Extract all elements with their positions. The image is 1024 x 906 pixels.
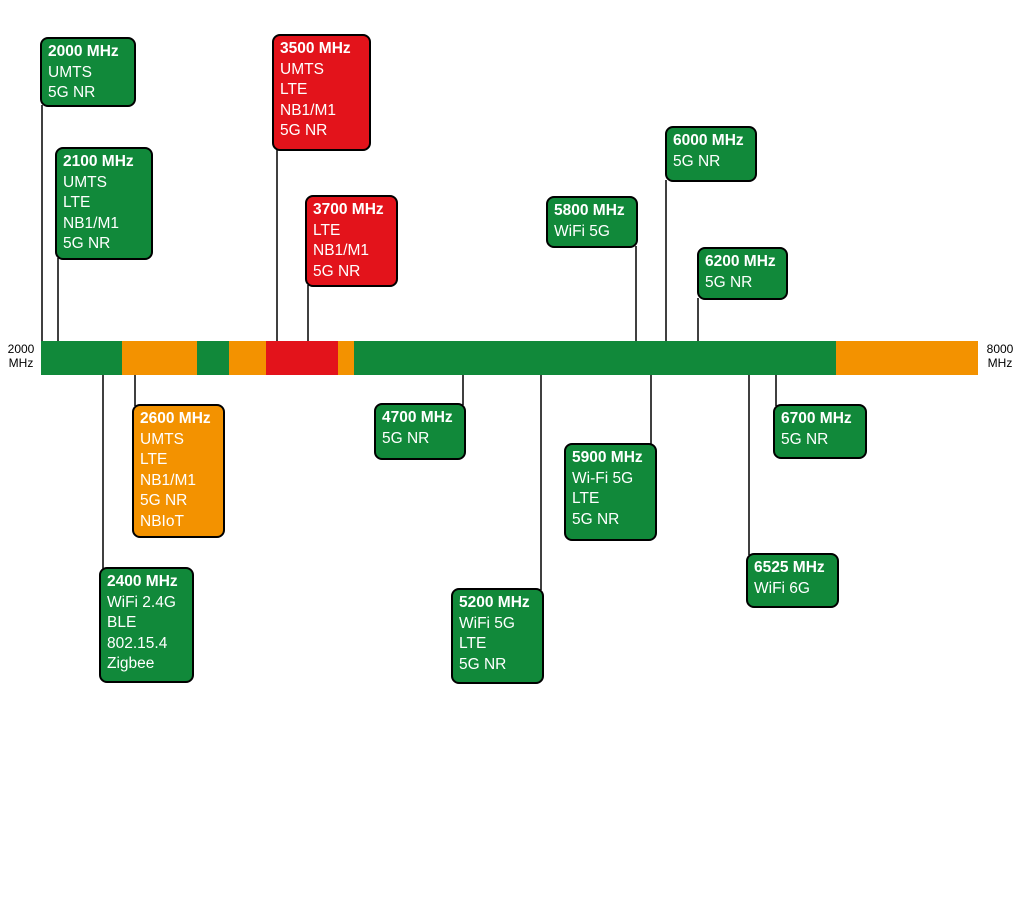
band-technology: 5G NR <box>63 235 111 252</box>
bar-segment-7 <box>354 341 836 375</box>
band-title: 6000 MHz <box>673 132 744 149</box>
bar-segment-4 <box>229 341 266 375</box>
band-technology: UMTS <box>280 60 324 78</box>
bar-segment-3 <box>197 341 229 375</box>
band-technology: 5G NR <box>48 84 96 101</box>
band-title: 6700 MHz <box>781 410 852 427</box>
band-technology: 5G NR <box>459 655 507 673</box>
band-technology: LTE <box>140 451 168 468</box>
band-box-6200: 6200 MHz 5G NR <box>697 247 788 300</box>
band-technology: 5G NR <box>140 492 188 509</box>
band-title: 5200 MHz <box>459 594 530 611</box>
band-technology: LTE <box>459 635 487 652</box>
bar-segment-2 <box>122 341 197 375</box>
band-title: 2400 MHz <box>107 573 178 590</box>
axis-start-label: 2000 MHz <box>7 342 35 370</box>
band-technology: WiFi 6G <box>754 579 810 597</box>
band-technology: 5G NR <box>280 122 328 139</box>
band-technology: NBIoT <box>140 512 184 530</box>
band-technology: 5G NR <box>705 273 753 291</box>
band-technology: WiFi 5G <box>554 222 610 240</box>
band-technology: UMTS <box>140 430 184 448</box>
band-technology: Zigbee <box>107 655 155 672</box>
band-technology: LTE <box>572 490 600 507</box>
band-technology: 5G NR <box>313 262 361 280</box>
band-title: 2100 MHz <box>63 153 134 170</box>
band-title: 6200 MHz <box>705 253 776 270</box>
axis-end-label: 8000 MHz <box>986 342 1014 370</box>
band-title: 3500 MHz <box>280 40 351 57</box>
band-technology: LTE <box>63 194 91 211</box>
band-technology: 5G NR <box>673 152 721 170</box>
bar-segment-1 <box>41 341 122 375</box>
band-title: 2000 MHz <box>48 43 119 60</box>
band-title: 3700 MHz <box>313 201 384 218</box>
bar-segment-6 <box>338 341 354 375</box>
band-technology: WiFi 5G <box>459 614 515 632</box>
band-technology: NB1/M1 <box>280 101 336 119</box>
band-technology: NB1/M1 <box>63 214 119 232</box>
band-box-6700: 6700 MHz 5G NR <box>773 404 867 459</box>
band-technology: UMTS <box>63 173 107 191</box>
band-title: 5900 MHz <box>572 449 643 466</box>
band-technology: NB1/M1 <box>313 242 369 259</box>
band-title: 4700 MHz <box>382 409 453 426</box>
band-box-6000: 6000 MHz 5G NR <box>665 126 757 182</box>
band-technology: WiFi 2.4G <box>107 593 176 611</box>
band-technology: LTE <box>313 221 341 239</box>
band-technology: Wi-Fi 5G <box>572 469 634 487</box>
band-technology: 802.15.4 <box>107 634 168 652</box>
band-title: 5800 MHz <box>554 202 625 219</box>
band-title: 2600 MHz <box>140 410 211 427</box>
band-title: 6525 MHz <box>754 559 825 576</box>
band-technology: 5G NR <box>382 429 430 447</box>
band-technology: NB1/M1 <box>140 471 196 489</box>
band-technology: 5G NR <box>572 510 620 528</box>
band-technology: 5G NR <box>781 430 829 448</box>
band-technology: LTE <box>280 81 308 98</box>
bar-segment-5 <box>266 341 338 375</box>
bar-segment-8 <box>836 341 978 375</box>
band-box-4700: 4700 MHz 5G NR <box>374 403 466 460</box>
band-technology: BLE <box>107 614 137 631</box>
band-technology: UMTS <box>48 63 92 81</box>
